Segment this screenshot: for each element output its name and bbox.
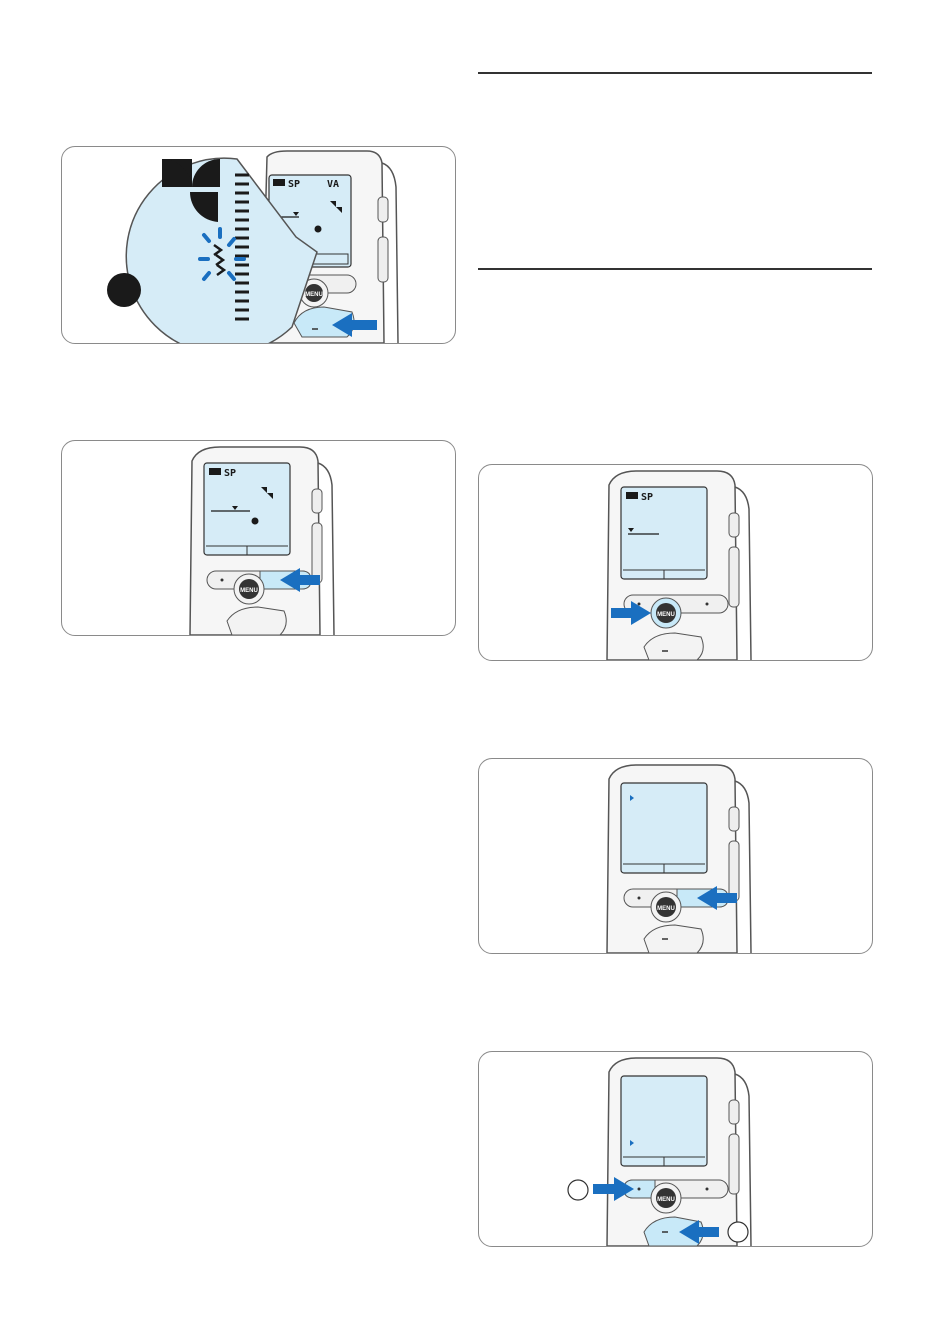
svg-text:MENU: MENU xyxy=(657,1197,675,1203)
lcd-mode-va: VA xyxy=(327,179,339,190)
svg-text:MENU: MENU xyxy=(240,588,258,594)
section-rule-top xyxy=(478,72,872,74)
step-marker-circle xyxy=(728,1222,748,1242)
recorder-illustration-5: MENU xyxy=(479,1052,872,1246)
battery-icon xyxy=(626,492,638,499)
battery-icon xyxy=(273,179,285,186)
recorder-illustration-3: SP MENU xyxy=(479,465,872,660)
lcd-screen xyxy=(621,783,707,873)
svg-text:MENU: MENU xyxy=(305,292,323,298)
lcd-mode-sp: SP xyxy=(224,468,236,479)
figure-smart-button-right: SP MENU xyxy=(61,440,456,636)
recorder-illustration-4: MENU xyxy=(479,759,872,953)
figure-va-zoom: SP VA MENU xyxy=(61,146,456,344)
figure-confirm-and-record: MENU xyxy=(478,1051,873,1247)
svg-text:MENU: MENU xyxy=(657,906,675,912)
section-rule-middle xyxy=(478,268,872,270)
lcd-screen xyxy=(621,1076,707,1166)
lcd-screen xyxy=(204,463,290,555)
svg-text:MENU: MENU xyxy=(657,612,675,618)
lcd-mode-sp: SP xyxy=(641,492,653,503)
battery-icon xyxy=(209,468,221,475)
lcd-mode-sp: SP xyxy=(288,179,300,190)
lcd-screen xyxy=(621,487,707,579)
recorder-illustration-va: SP VA MENU xyxy=(62,147,455,343)
figure-smart-button-select: MENU xyxy=(478,758,873,954)
recorder-illustration-2: SP MENU xyxy=(62,441,455,635)
step-marker-circle xyxy=(568,1180,588,1200)
figure-menu-press: SP MENU xyxy=(478,464,873,661)
